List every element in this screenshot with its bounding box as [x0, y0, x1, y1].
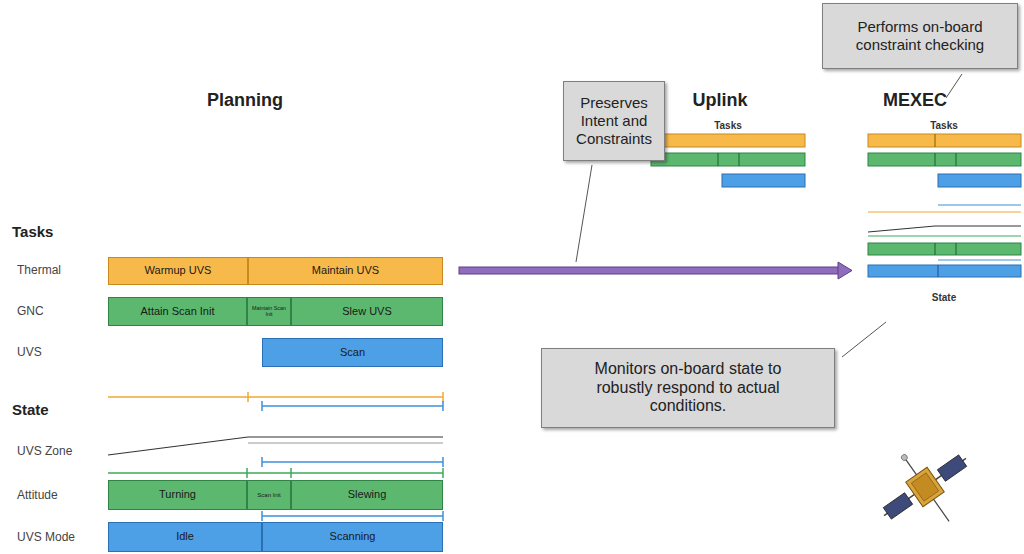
- row-label: UVS Mode: [17, 530, 75, 544]
- section-heading: MEXEC: [883, 90, 947, 111]
- task-bar: Maintain Scan Init: [247, 297, 291, 326]
- section-heading: Planning: [207, 90, 283, 111]
- row-label: Thermal: [17, 263, 61, 277]
- mini-heading: Tasks: [930, 120, 958, 131]
- callout-text: Monitors on-board state to robustly resp…: [576, 360, 800, 417]
- bar-label: Scanning: [330, 531, 376, 543]
- callout-note: Preserves Intent and Constraints: [563, 81, 665, 161]
- bar-label: Scan Init: [257, 492, 280, 498]
- bar-label: Turning: [159, 489, 196, 501]
- row-label: Attitude: [17, 488, 58, 502]
- state-bar: Slewing: [291, 480, 443, 510]
- row-label: GNC: [17, 304, 44, 318]
- callout-note: Monitors on-board state to robustly resp…: [541, 348, 835, 428]
- uplink-arrow: [459, 262, 852, 279]
- spacecraft-illustration: [862, 426, 990, 550]
- bar-label: Slew UVS: [342, 306, 392, 318]
- bar-label: Maintain Scan Init: [248, 306, 290, 317]
- task-bar: Slew UVS: [291, 297, 443, 326]
- mini-heading: State: [932, 292, 956, 303]
- task-bar: Scan: [262, 338, 443, 367]
- state-bar: Turning: [108, 480, 247, 510]
- task-bar: Attain Scan Init: [108, 297, 247, 326]
- group-heading: Tasks: [12, 223, 53, 240]
- state-bar: Scanning: [262, 522, 443, 552]
- callout-note: Performs on-board constraint checking: [822, 3, 1018, 69]
- state-bar: Scan Init: [247, 480, 291, 510]
- task-bar: Warmup UVS: [108, 257, 248, 285]
- task-bar: Maintain UVS: [248, 257, 443, 285]
- bar-label: Warmup UVS: [145, 265, 212, 277]
- bar-label: Attain Scan Init: [141, 306, 215, 318]
- bar-label: Scan: [340, 347, 365, 359]
- bar-label: Idle: [176, 531, 194, 543]
- leader-line: [946, 74, 962, 98]
- mini-heading: Tasks: [714, 120, 742, 131]
- leader-line: [842, 322, 886, 357]
- leader-line: [576, 165, 592, 262]
- mexec-mini-timeline: [868, 134, 1021, 277]
- bar-label: Maintain UVS: [312, 265, 379, 277]
- group-heading: State: [12, 401, 49, 418]
- row-label: UVS Zone: [17, 444, 72, 458]
- section-heading: Uplink: [692, 90, 747, 111]
- bar-label: Slewing: [348, 489, 387, 501]
- state-timelines: [108, 392, 443, 521]
- uplink-mini-timeline: [651, 134, 805, 187]
- row-label: UVS: [17, 345, 42, 359]
- callout-text: Performs on-board constraint checking: [829, 18, 1011, 53]
- state-bar: Idle: [108, 522, 262, 552]
- callout-text: Preserves Intent and Constraints: [570, 94, 658, 147]
